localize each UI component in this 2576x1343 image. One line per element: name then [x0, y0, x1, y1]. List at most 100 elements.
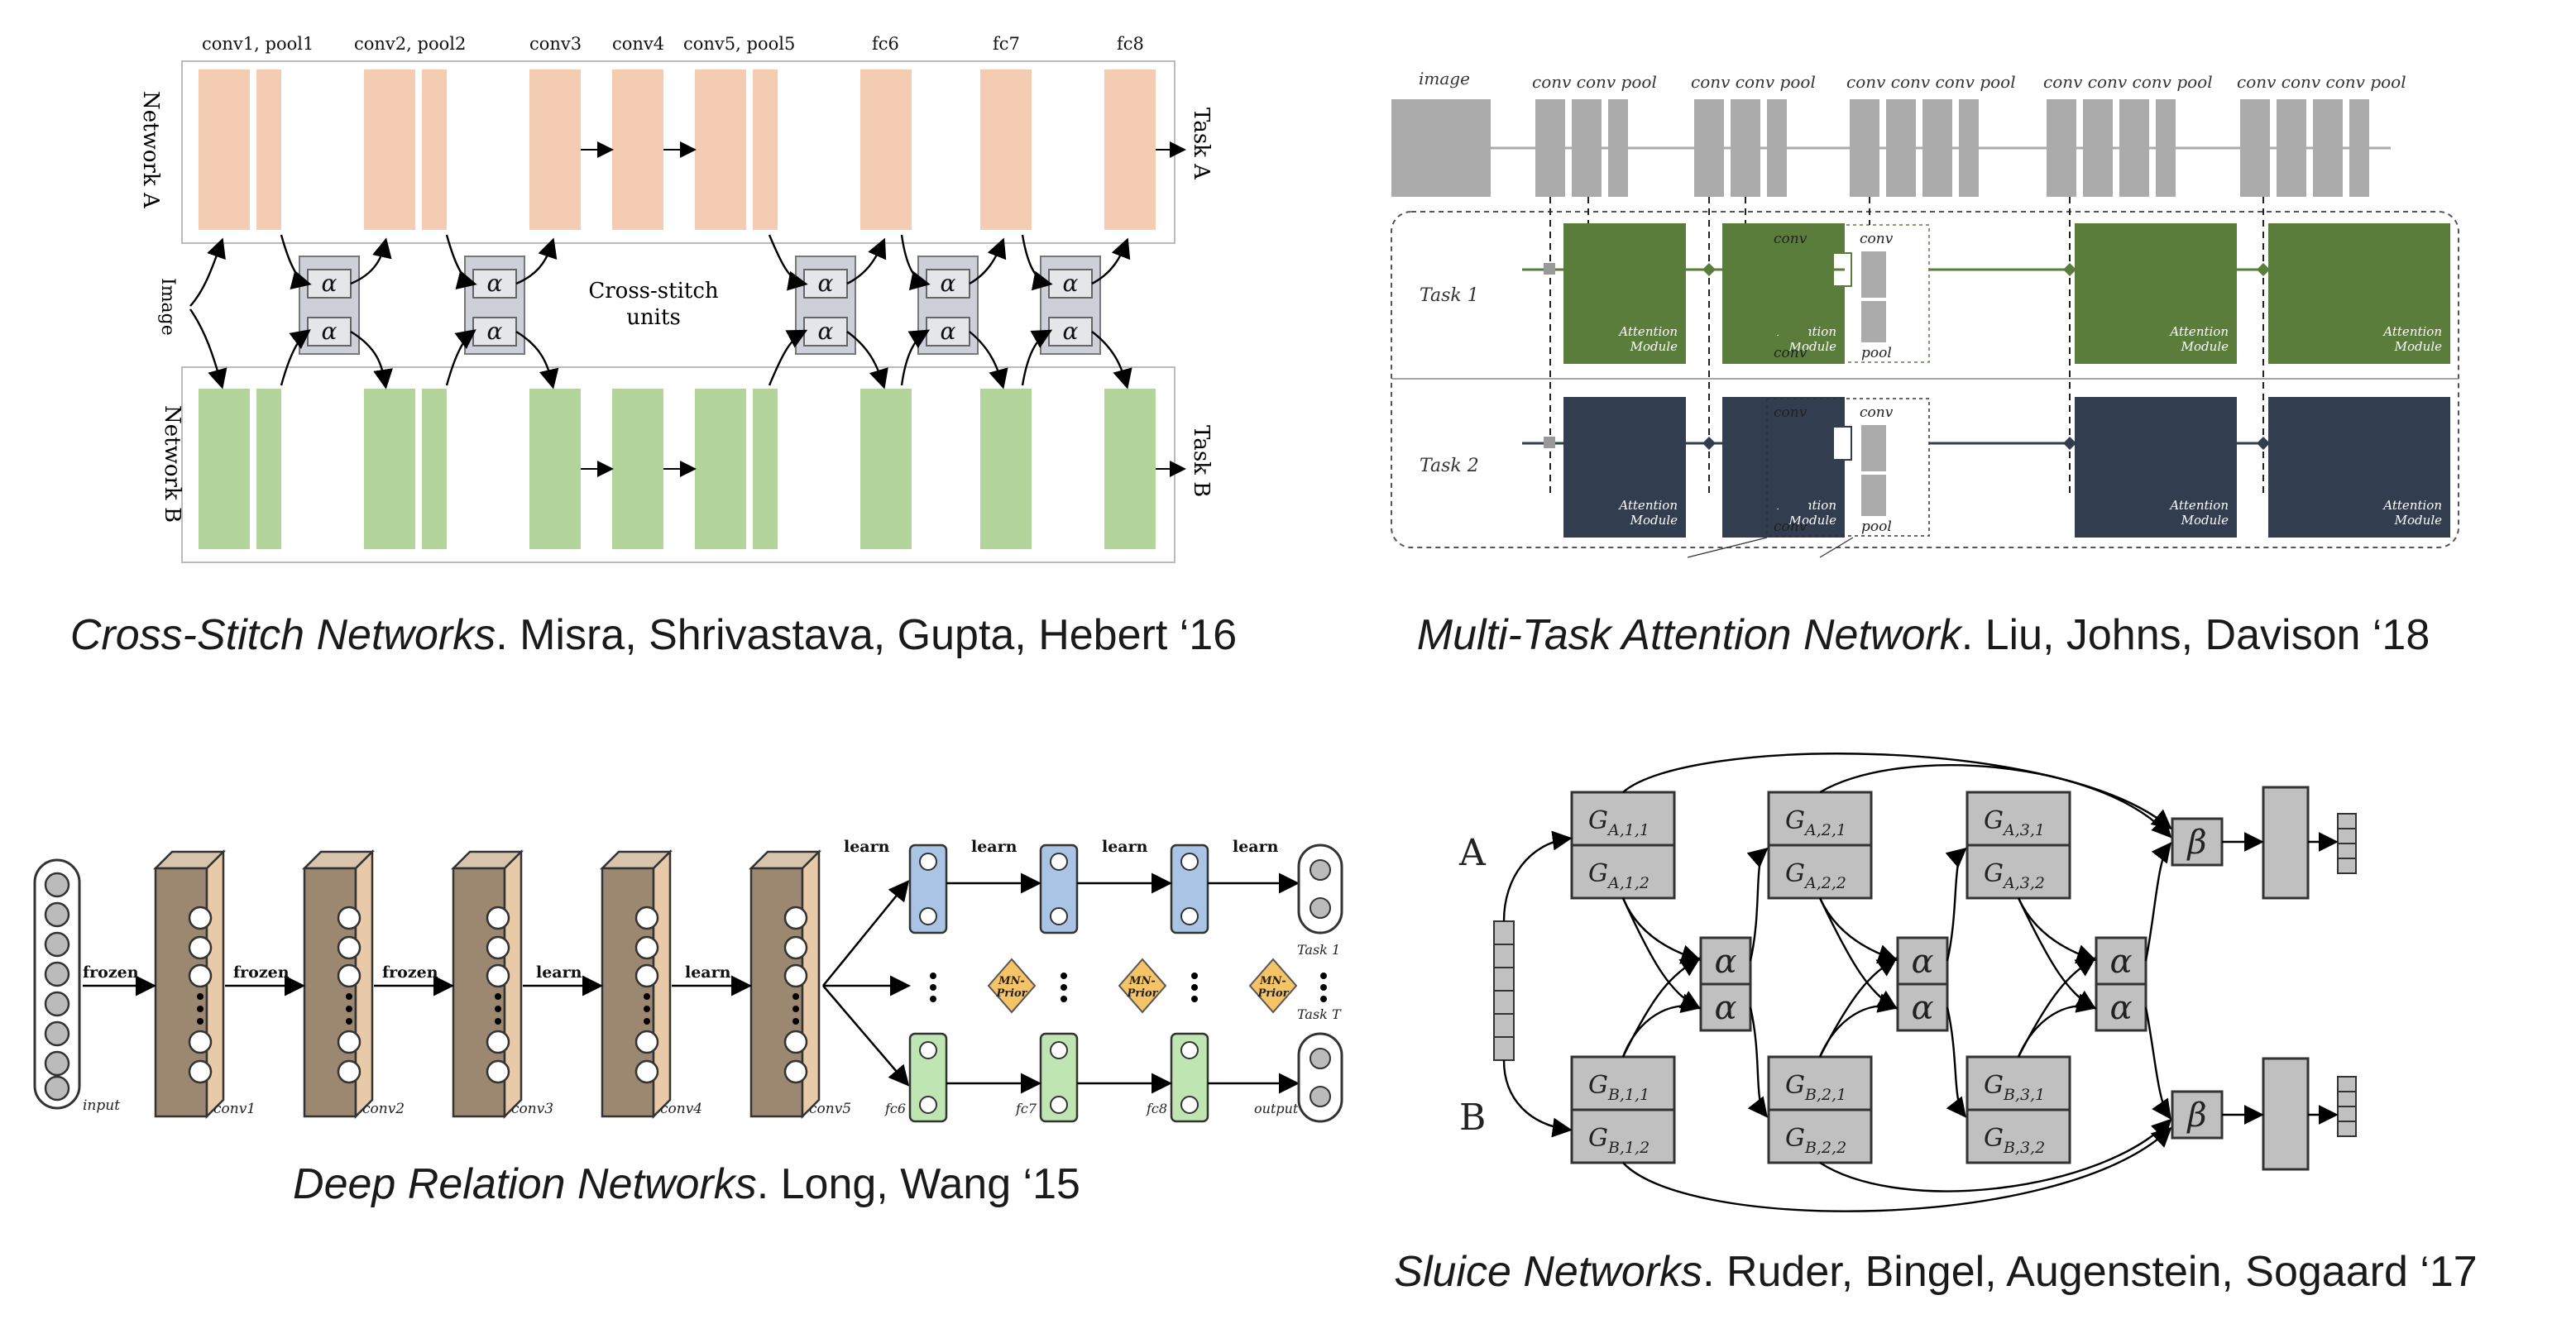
- drn-fc-label: fc7: [1015, 1101, 1037, 1116]
- attn-text: Module: [1630, 513, 1678, 528]
- cs-label-3: conv3: [529, 34, 582, 54]
- sluice-caption-authors: . Ruder, Bingel, Augenstein, Sogaard ‘17: [1702, 1248, 2478, 1296]
- g-a12: GA,1,2: [1588, 859, 1650, 892]
- drn-task1: Task 1: [1297, 942, 1340, 958]
- sluice-alpha: α: [1911, 943, 1933, 981]
- task-a-label: Task A: [1189, 108, 1214, 180]
- attn-text: Attention: [1617, 498, 1678, 513]
- sluice-diagram: A B GA,1,1 GA,1,2 GA,2,1 GA,2,2 GA,3,1 G…: [1458, 753, 2357, 1212]
- cs-alpha: α: [487, 270, 503, 297]
- attn-text: Module: [2181, 339, 2229, 354]
- attn-text: Module: [2394, 513, 2442, 528]
- mtan-conv: conv: [1774, 231, 1808, 247]
- cs-alpha: α: [1063, 318, 1079, 345]
- drn-layer-label: conv1: [213, 1101, 256, 1117]
- drn-taskT: Task T: [1297, 1006, 1342, 1022]
- cs-alpha: α: [941, 270, 956, 297]
- drn-prior: MN-: [1259, 975, 1286, 987]
- mtan-stage-label: conv conv conv pool: [2043, 72, 2213, 92]
- sluice-alpha: α: [1911, 989, 1933, 1027]
- task-b-label: Task B: [1189, 425, 1214, 497]
- sluice-panel: A B GA,1,1 GA,1,2 GA,2,1 GA,2,2 GA,3,1 G…: [1439, 744, 2382, 1240]
- mtan-task1-label: Task 1: [1420, 285, 1479, 306]
- drn-caption-title: Deep Relation Networks: [293, 1160, 757, 1208]
- cs-label-5: conv5, pool5: [683, 34, 795, 54]
- drn-diagram: frozen frozen frozen learn learn input c…: [33, 838, 1343, 1123]
- g-b21: GB,2,1: [1785, 1071, 1846, 1104]
- g-a32: GA,3,2: [1984, 859, 2045, 892]
- cross-stitch-caption-title: Cross-Stitch Networks: [69, 611, 496, 659]
- cs-label-1: conv1, pool1: [202, 34, 314, 54]
- cs-alpha: α: [322, 318, 338, 345]
- drn-prior: Prior: [995, 987, 1027, 1000]
- drn-prior: MN-: [998, 975, 1025, 987]
- drn-learn: learn: [1102, 838, 1148, 856]
- sluice-alpha: α: [2109, 989, 2132, 1027]
- drn-layer-label: conv5: [809, 1101, 851, 1117]
- cs-label-7: fc7: [993, 34, 1020, 54]
- mtan-caption-title: Multi-Task Attention Network: [1416, 611, 1961, 659]
- drn-caption: Deep Relation Networks. Long, Wang ‘15: [33, 1159, 1340, 1209]
- g-b11: GB,1,1: [1588, 1071, 1650, 1104]
- cs-label-8: fc8: [1117, 34, 1144, 54]
- attn-text: Module: [2181, 513, 2229, 528]
- drn-learn: learn: [971, 838, 1017, 856]
- mtan-image-label: image: [1419, 69, 1470, 88]
- g-a22: GA,2,2: [1785, 859, 1846, 892]
- cross-stitch-units: α α α α α α α α α α: [299, 256, 1101, 355]
- mtan-pool: pool: [1861, 345, 1892, 361]
- drn-fc-label: fc6: [884, 1101, 906, 1116]
- drn-edge-label: frozen: [233, 963, 290, 982]
- cs-alpha: α: [487, 318, 503, 345]
- attn-text: Module: [2394, 339, 2442, 354]
- cross-stitch-caption-authors: . Misra, Shrivastava, Gupta, Hebert ‘16: [496, 611, 1238, 659]
- g-a21: GA,2,1: [1785, 806, 1846, 839]
- drn-learn: learn: [844, 838, 890, 856]
- g-a31: GA,3,1: [1984, 806, 2045, 839]
- attn-text: Module: [1630, 339, 1678, 354]
- drn-edge-label: learn: [685, 963, 731, 982]
- drn-caption-authors: . Long, Wang ‘15: [756, 1160, 1080, 1208]
- mtan-conv: conv: [1774, 345, 1808, 361]
- mtan-conv: conv: [1860, 404, 1894, 421]
- cs-alpha: α: [818, 318, 834, 345]
- sluice-alpha: α: [1714, 989, 1736, 1027]
- mtan-caption: Multi-Task Attention Network. Liu, Johns…: [1340, 610, 2507, 660]
- cs-alpha: α: [1063, 270, 1079, 297]
- cs-label-4: conv4: [612, 34, 664, 54]
- g-b31: GB,3,1: [1984, 1071, 2045, 1104]
- attn-text: Module: [1788, 339, 1836, 354]
- g-b22: GB,2,2: [1785, 1124, 1846, 1157]
- cross-stitch-diagram: conv1, pool1 conv2, pool2 conv3 conv4 co…: [138, 34, 1214, 563]
- cs-label-6: fc6: [872, 34, 899, 54]
- drn-fc-label: fc8: [1146, 1101, 1167, 1116]
- cs-units-line2: units: [626, 305, 681, 330]
- drn-layer-label: conv4: [660, 1101, 702, 1117]
- sluice-alpha: α: [1714, 943, 1736, 981]
- drn-prior: Prior: [1257, 987, 1289, 1000]
- attn-text: Attention: [2168, 324, 2229, 339]
- image-label: Image: [157, 278, 178, 336]
- sluice-alpha: α: [2109, 943, 2132, 981]
- drn-prior: Prior: [1126, 987, 1158, 1000]
- drn-panel: frozen frozen frozen learn learn input c…: [17, 827, 1357, 1133]
- g-b32: GB,3,2: [1984, 1124, 2045, 1157]
- cross-stitch-panel: conv1, pool1 conv2, pool2 conv3 conv4 co…: [0, 0, 1274, 595]
- drn-fc-label: output: [1254, 1101, 1299, 1116]
- drn-layer-label: input: [83, 1097, 120, 1114]
- mtan-conv: conv: [1774, 519, 1808, 535]
- mtan-stage-label: conv conv pool: [1532, 72, 1657, 92]
- cs-alpha: α: [818, 270, 834, 297]
- cs-label-2: conv2, pool2: [354, 34, 466, 54]
- sluice-a-label: A: [1458, 832, 1487, 874]
- drn-layer-label: conv2: [362, 1101, 405, 1117]
- cross-stitch-caption: Cross-Stitch Networks. Misra, Shrivastav…: [50, 610, 1257, 660]
- drn-prior: MN-: [1128, 975, 1156, 987]
- network-b-label: Network B: [160, 405, 184, 523]
- attn-text: Attention: [2382, 324, 2442, 339]
- attn-text: Attention: [2382, 498, 2442, 513]
- mtan-task2-label: Task 2: [1420, 456, 1479, 476]
- mtan-conv: conv: [1774, 404, 1808, 421]
- g-b12: GB,1,2: [1588, 1124, 1650, 1157]
- cs-alpha: α: [941, 318, 956, 345]
